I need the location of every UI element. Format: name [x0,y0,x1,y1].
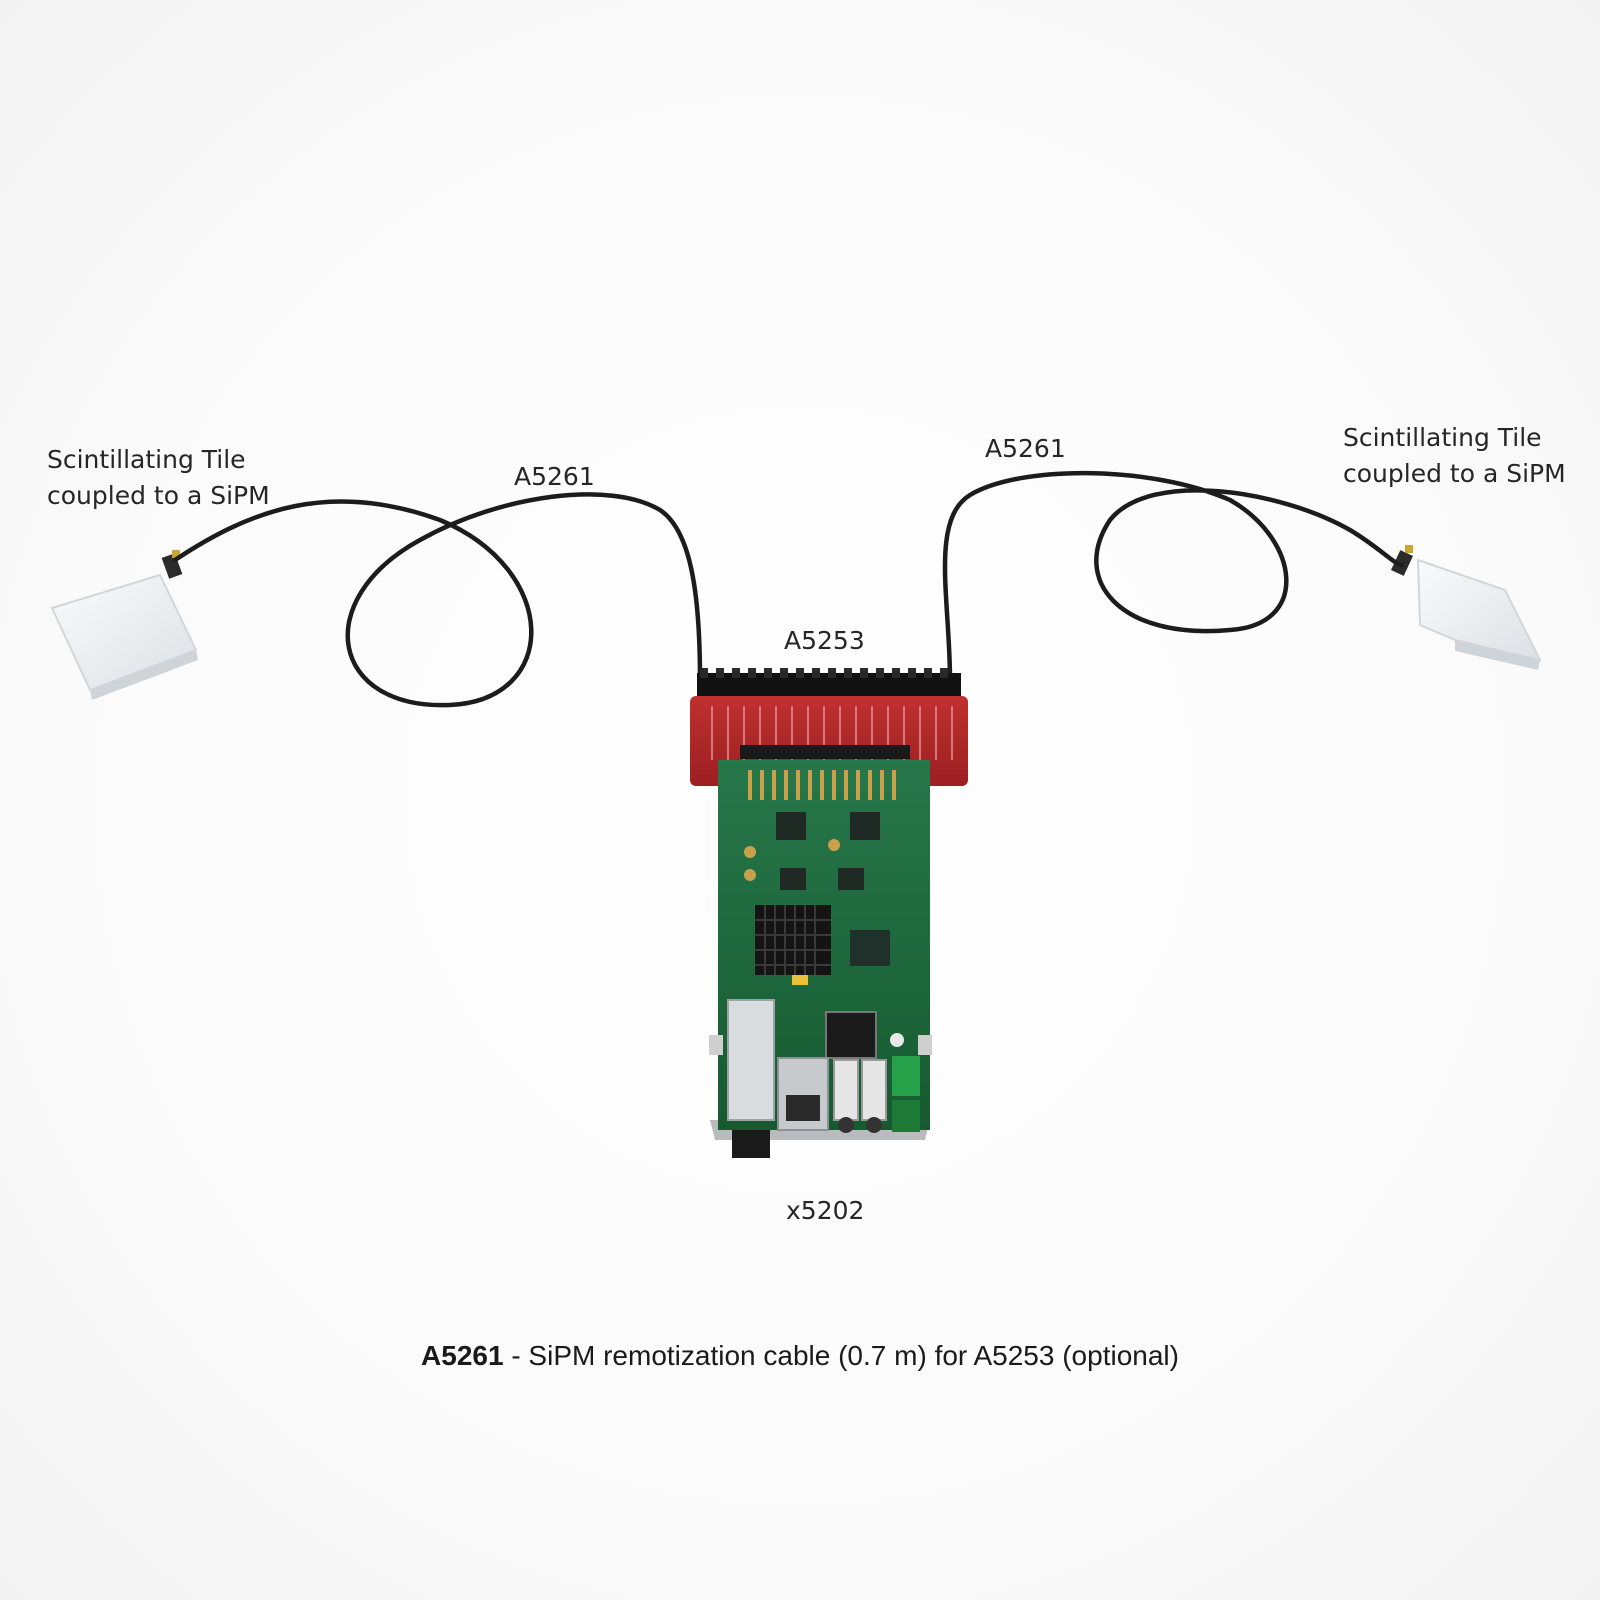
label-tile-left-line2: coupled to a SiPM [47,481,270,510]
label-tile-right-line1: Scintillating Tile [1343,423,1542,452]
caption-description: - SiPM remotization cable (0.7 m) for A5… [503,1340,1179,1371]
cable-left [172,492,703,708]
caption: A5261 - SiPM remotization cable (0.7 m) … [0,1340,1600,1372]
label-tile-right-line2: coupled to a SiPM [1343,459,1566,488]
label-tile-left-line1: Scintillating Tile [47,445,246,474]
label-adapter: A5253 [784,626,865,655]
digitizer-board-x5202 [709,760,932,1158]
cable-right [942,470,1405,683]
scintillating-tile-right [1391,545,1542,670]
label-cable-right: A5261 [985,434,1066,463]
scintillating-tile-left [50,550,198,700]
label-tile-left: Scintillating Tile coupled to a SiPM [47,442,270,514]
label-board: x5202 [786,1196,865,1225]
label-cable-left: A5261 [514,462,595,491]
caption-model: A5261 [421,1340,504,1371]
label-tile-right: Scintillating Tile coupled to a SiPM [1343,420,1566,492]
